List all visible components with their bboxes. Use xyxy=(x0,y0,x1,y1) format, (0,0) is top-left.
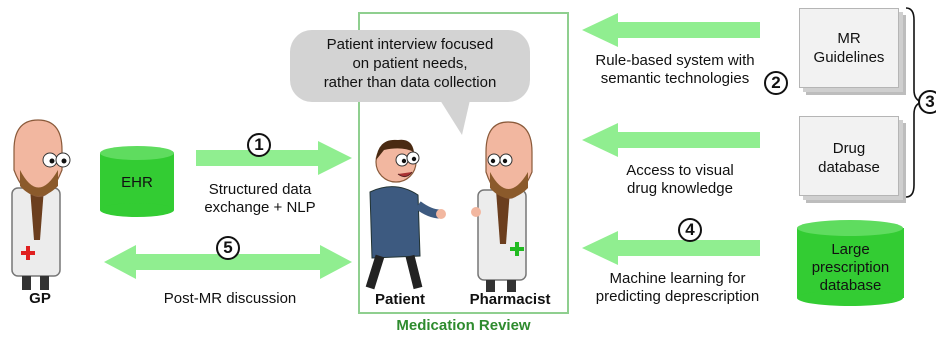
pharmacist-label: Pharmacist xyxy=(469,291,551,308)
step-4-badge: 4 xyxy=(678,218,702,242)
gp-figure xyxy=(11,119,71,290)
ehr-label: EHR xyxy=(121,174,153,191)
flow-visual-caption: Access to visual drug knowledge xyxy=(626,162,734,197)
large-database-label: Large prescription database xyxy=(811,241,890,294)
ehr-cylinder xyxy=(100,146,174,217)
arrow-visual-knowledge xyxy=(582,123,760,157)
drug-database-doc xyxy=(799,116,899,196)
arrow-structured-exchange xyxy=(196,141,352,175)
speech-bubble-tail xyxy=(440,100,470,135)
large-database-cylinder xyxy=(797,220,904,306)
flow-1-caption: Structured data exchange + NLP xyxy=(204,181,316,216)
speech-bubble-text: Patient interview focused on patient nee… xyxy=(323,36,497,91)
arrow-rule-based xyxy=(582,13,760,47)
mr-guidelines-doc xyxy=(799,8,899,88)
arrow-machine-learning xyxy=(582,231,760,265)
flow-4-caption: Machine learning for predicting deprescr… xyxy=(595,270,760,305)
step-2-badge: 2 xyxy=(764,71,788,95)
flow-2-caption: Rule-based system with semantic technolo… xyxy=(595,52,755,87)
speech-bubble xyxy=(290,30,530,102)
patient-figure xyxy=(365,139,446,290)
step-5-badge: 5 xyxy=(216,236,240,260)
mr-guidelines-label: MR Guidelines xyxy=(813,30,885,66)
medication-review-box xyxy=(358,12,569,314)
medication-review-label: Medication Review xyxy=(396,317,531,334)
patient-label: Patient xyxy=(374,291,425,308)
step-3-badge: 3 xyxy=(918,90,936,114)
drug-database-label: Drug database xyxy=(818,140,880,176)
arrow-post-mr-discussion xyxy=(104,245,352,279)
flow-5-caption: Post-MR discussion xyxy=(163,290,297,307)
pharmacist-figure xyxy=(471,121,533,292)
gp-label: GP xyxy=(29,290,51,307)
step-1-badge: 1 xyxy=(247,133,271,157)
